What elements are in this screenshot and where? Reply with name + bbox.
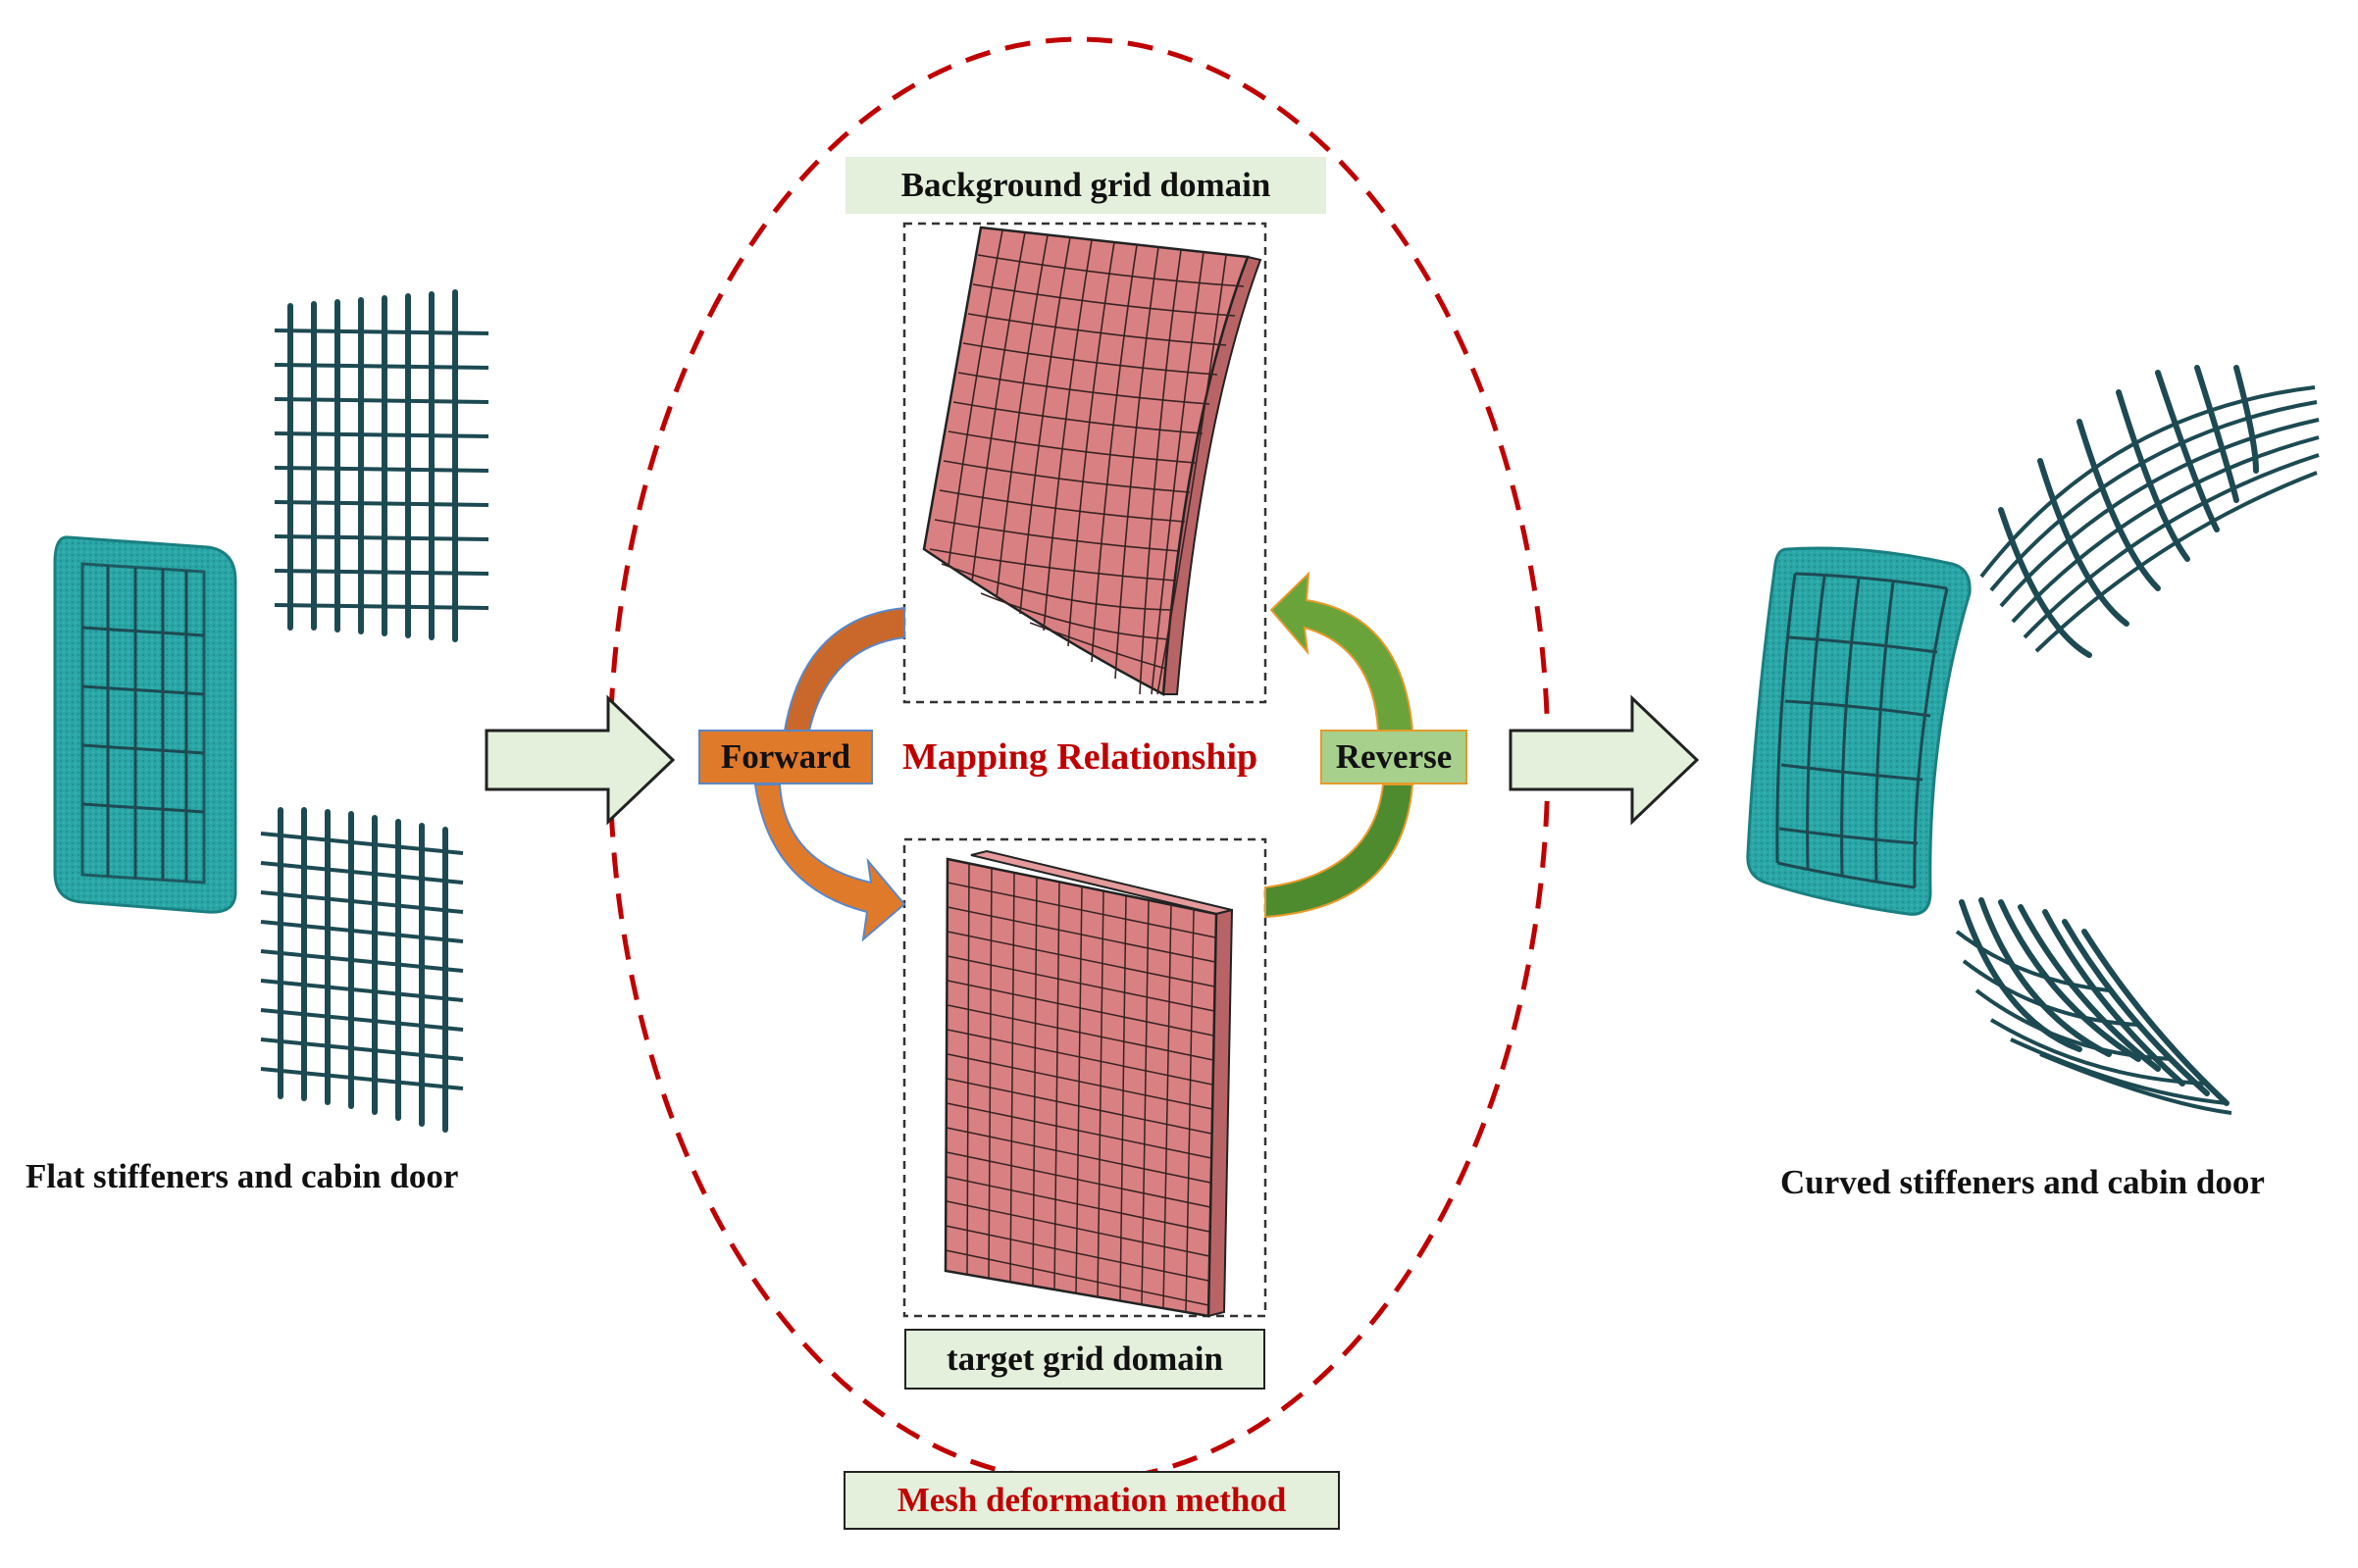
target-domain-frame xyxy=(902,837,1267,1318)
mapping-relationship-label: Mapping Relationship xyxy=(902,736,1258,778)
forward-arc-bottom-icon xyxy=(753,784,906,942)
curved-mesh-icon xyxy=(922,226,1262,696)
flow-arrow-right-icon xyxy=(1509,694,1700,826)
reverse-label: Reverse xyxy=(1320,730,1467,784)
forward-label: Forward xyxy=(698,730,873,784)
background-domain-label: Background grid domain xyxy=(846,157,1326,214)
flat-mesh-icon xyxy=(944,849,1234,1318)
flat-stiffeners-top-horizontal-icon xyxy=(274,329,489,610)
background-domain-frame xyxy=(902,222,1267,704)
flat-stiffeners-bottom-horizontal-icon xyxy=(260,832,464,1090)
mesh-deformation-method-label: Mesh deformation method xyxy=(844,1471,1340,1530)
curved-cabin-door-icon xyxy=(1746,546,1972,916)
left-caption: Flat stiffeners and cabin door xyxy=(26,1157,459,1195)
reverse-arc-bottom-icon xyxy=(1264,784,1414,919)
forward-arc-top-icon xyxy=(783,606,905,732)
flat-cabin-door-icon xyxy=(53,535,237,914)
right-caption: Curved stiffeners and cabin door xyxy=(1780,1163,2265,1201)
curved-stiffeners-bottom-horizontal-icon xyxy=(1955,930,2232,1115)
target-domain-label: target grid domain xyxy=(904,1329,1265,1390)
curved-stiffeners-top-icon xyxy=(1998,365,2259,658)
flat-stiffeners-bottom-icon xyxy=(278,807,448,1133)
flat-stiffeners-top-icon xyxy=(287,289,458,642)
curved-stiffeners-top-horizontal-icon xyxy=(1979,385,2320,653)
flow-arrow-left-icon xyxy=(485,694,676,826)
reverse-arc-top-icon xyxy=(1269,571,1414,732)
